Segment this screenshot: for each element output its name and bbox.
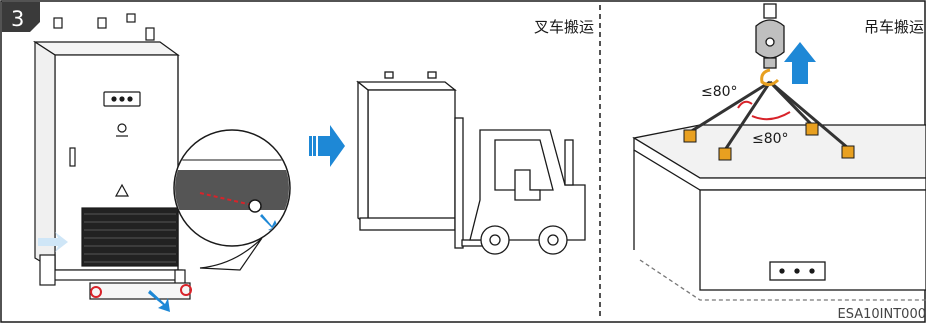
move-arrow-icon [318, 125, 345, 167]
figure-code: ESA10INT000 [838, 307, 926, 322]
cabinet-illustration [32, 13, 192, 300]
lift-up-arrow-icon [784, 42, 816, 84]
angle-arc-outer [737, 100, 753, 109]
crane-panel-title: 吊车搬运 [864, 18, 924, 36]
remove-arrow-icon [148, 290, 170, 312]
angle-arc-inner [751, 111, 791, 121]
angle-label-inner: ≤80° [752, 131, 789, 147]
forklift-panel-title: 叉车搬运 [534, 18, 594, 36]
lifting-points [683, 122, 855, 161]
angle-label-outer: ≤80° [701, 84, 738, 100]
step-badge: 3 [2, 2, 40, 32]
lifting-slings [689, 80, 849, 151]
step-number: 3 [11, 7, 24, 31]
container-box [632, 124, 926, 301]
move-arrow-trail [309, 136, 316, 156]
crane-hook-icon [755, 3, 785, 87]
forklift-illustration [356, 71, 586, 255]
zoom-callout [173, 129, 291, 271]
